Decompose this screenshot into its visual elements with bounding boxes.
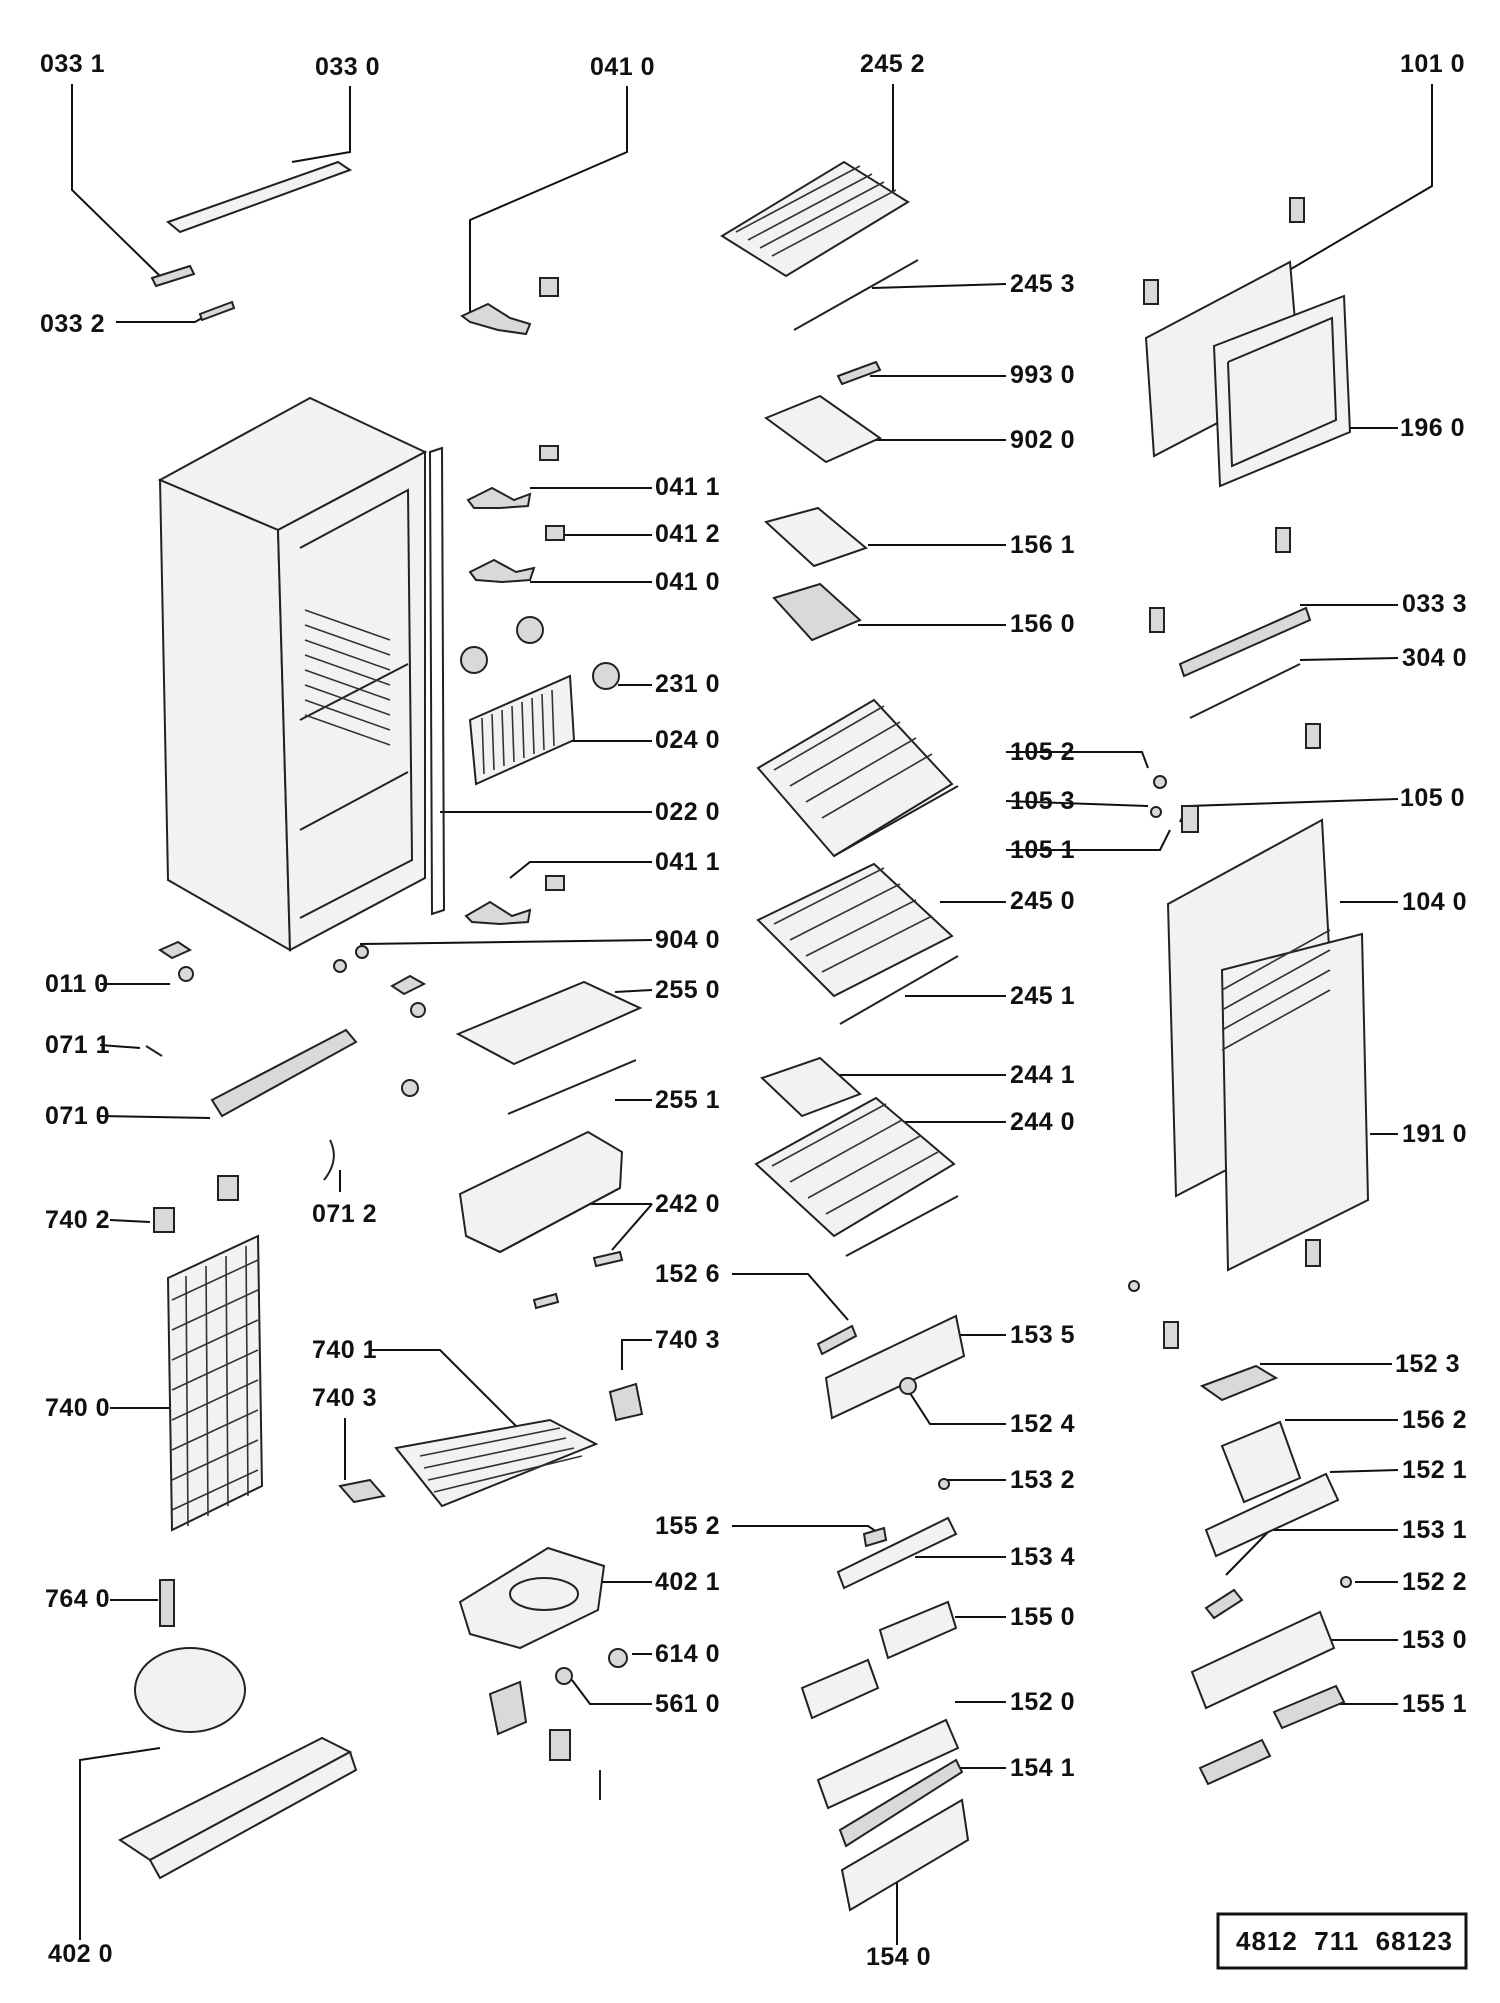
label-740-1: 740 1	[312, 1336, 377, 1364]
label-244-1: 244 1	[1010, 1061, 1075, 1089]
label-245-0: 245 0	[1010, 887, 1075, 915]
label-196-0: 196 0	[1400, 414, 1465, 442]
label-033-3: 033 3	[1402, 590, 1467, 618]
label-154-0: 154 0	[866, 1943, 931, 1971]
label-152-6: 152 6	[655, 1260, 720, 1288]
label-152-3: 152 3	[1395, 1350, 1460, 1378]
part-compressor	[118, 1579, 358, 1880]
part-033-trim	[150, 160, 353, 322]
part-105-hinge	[1150, 775, 1199, 833]
label-155-1: 155 1	[1402, 1690, 1467, 1718]
part-740-tray	[338, 1382, 644, 1508]
label-153-1: 153 1	[1402, 1516, 1467, 1544]
label-153-0: 153 0	[1402, 1626, 1467, 1654]
label-022-0: 022 0	[655, 798, 720, 826]
part-crisper-shelf	[455, 980, 643, 1310]
label-255-0: 255 0	[655, 976, 720, 1004]
label-033-0: 033 0	[315, 53, 380, 81]
label-041-2: 041 2	[655, 520, 720, 548]
part-bottles-boxes	[800, 1600, 970, 1912]
label-041-0-top: 041 0	[590, 53, 655, 81]
part-071-bottom-trim	[145, 1028, 358, 1181]
document-number-box: 4812 711 68123	[1216, 1912, 1468, 1970]
label-245-2: 245 2	[860, 50, 925, 78]
label-245-1: 245 1	[1010, 982, 1075, 1010]
label-740-3-a: 740 3	[655, 1326, 720, 1354]
part-door-bins	[1190, 1364, 1352, 1786]
label-155-2: 155 2	[655, 1512, 720, 1540]
label-255-1: 255 1	[655, 1086, 720, 1114]
label-153-5: 153 5	[1010, 1321, 1075, 1349]
document-number: 4812 711 68123	[1236, 1926, 1453, 1956]
label-244-0: 244 0	[1010, 1108, 1075, 1136]
part-refrigerator-shelves	[754, 698, 959, 1257]
part-402-tray	[458, 1546, 628, 1800]
label-764-0: 764 0	[45, 1585, 110, 1613]
label-152-4: 152 4	[1010, 1410, 1075, 1438]
label-105-0: 105 0	[1400, 784, 1465, 812]
label-041-1-a: 041 1	[655, 473, 720, 501]
label-740-0: 740 0	[45, 1394, 110, 1422]
label-033-2: 033 2	[40, 310, 105, 338]
label-904-0: 904 0	[655, 926, 720, 954]
part-231-knobs	[460, 616, 620, 690]
label-071-2: 071 2	[312, 1200, 377, 1228]
label-156-1: 156 1	[1010, 531, 1075, 559]
part-freezer-door	[1143, 197, 1352, 749]
part-153-door-shelf	[816, 1314, 966, 1420]
label-402-1: 402 1	[655, 1568, 720, 1596]
label-740-2: 740 2	[45, 1206, 110, 1234]
label-071-1: 071 1	[45, 1031, 110, 1059]
part-740-condenser	[153, 1175, 264, 1532]
label-041-0-mid: 041 0	[655, 568, 720, 596]
label-156-0: 156 0	[1010, 610, 1075, 638]
label-152-1: 152 1	[1402, 1456, 1467, 1484]
part-ice-trays	[763, 360, 883, 642]
part-024-panel	[468, 674, 576, 786]
label-902-0: 902 0	[1010, 426, 1075, 454]
label-153-4: 153 4	[1010, 1543, 1075, 1571]
part-153-4-shelf	[836, 1478, 958, 1590]
label-152-0: 152 0	[1010, 1688, 1075, 1716]
leader-lines	[71, 84, 1433, 1945]
label-993-0: 993 0	[1010, 361, 1075, 389]
part-245-freezer-shelf	[720, 160, 919, 331]
label-156-2: 156 2	[1402, 1406, 1467, 1434]
part-041-hinge-top	[460, 277, 559, 336]
label-304-0: 304 0	[1402, 644, 1467, 672]
label-153-2: 153 2	[1010, 1466, 1075, 1494]
label-242-0: 242 0	[655, 1190, 720, 1218]
label-024-0: 024 0	[655, 726, 720, 754]
label-101-0: 101 0	[1400, 50, 1465, 78]
label-154-1: 154 1	[1010, 1754, 1075, 1782]
label-191-0: 191 0	[1402, 1120, 1467, 1148]
part-041-hinges	[464, 445, 565, 926]
label-033-1: 033 1	[40, 50, 105, 78]
label-231-0: 231 0	[655, 670, 720, 698]
label-245-3: 245 3	[1010, 270, 1075, 298]
label-104-0: 104 0	[1402, 888, 1467, 916]
part-feet	[157, 940, 427, 1097]
part-033-3-strip	[1178, 606, 1312, 719]
label-041-1-b: 041 1	[655, 848, 720, 876]
label-155-0: 155 0	[1010, 1603, 1075, 1631]
label-011-0: 011 0	[45, 970, 109, 998]
label-614-0: 614 0	[655, 1640, 720, 1668]
part-cabinet	[157, 396, 446, 952]
label-561-0: 561 0	[655, 1690, 720, 1718]
part-fridge-door	[1128, 818, 1370, 1349]
label-071-0: 071 0	[45, 1102, 110, 1130]
label-740-3-b: 740 3	[312, 1384, 377, 1412]
part-labels: 033 1 033 0 041 0 245 2 101 0 033 2 245 …	[40, 50, 1467, 1971]
label-152-2: 152 2	[1402, 1568, 1467, 1596]
label-402-0: 402 0	[48, 1940, 113, 1968]
